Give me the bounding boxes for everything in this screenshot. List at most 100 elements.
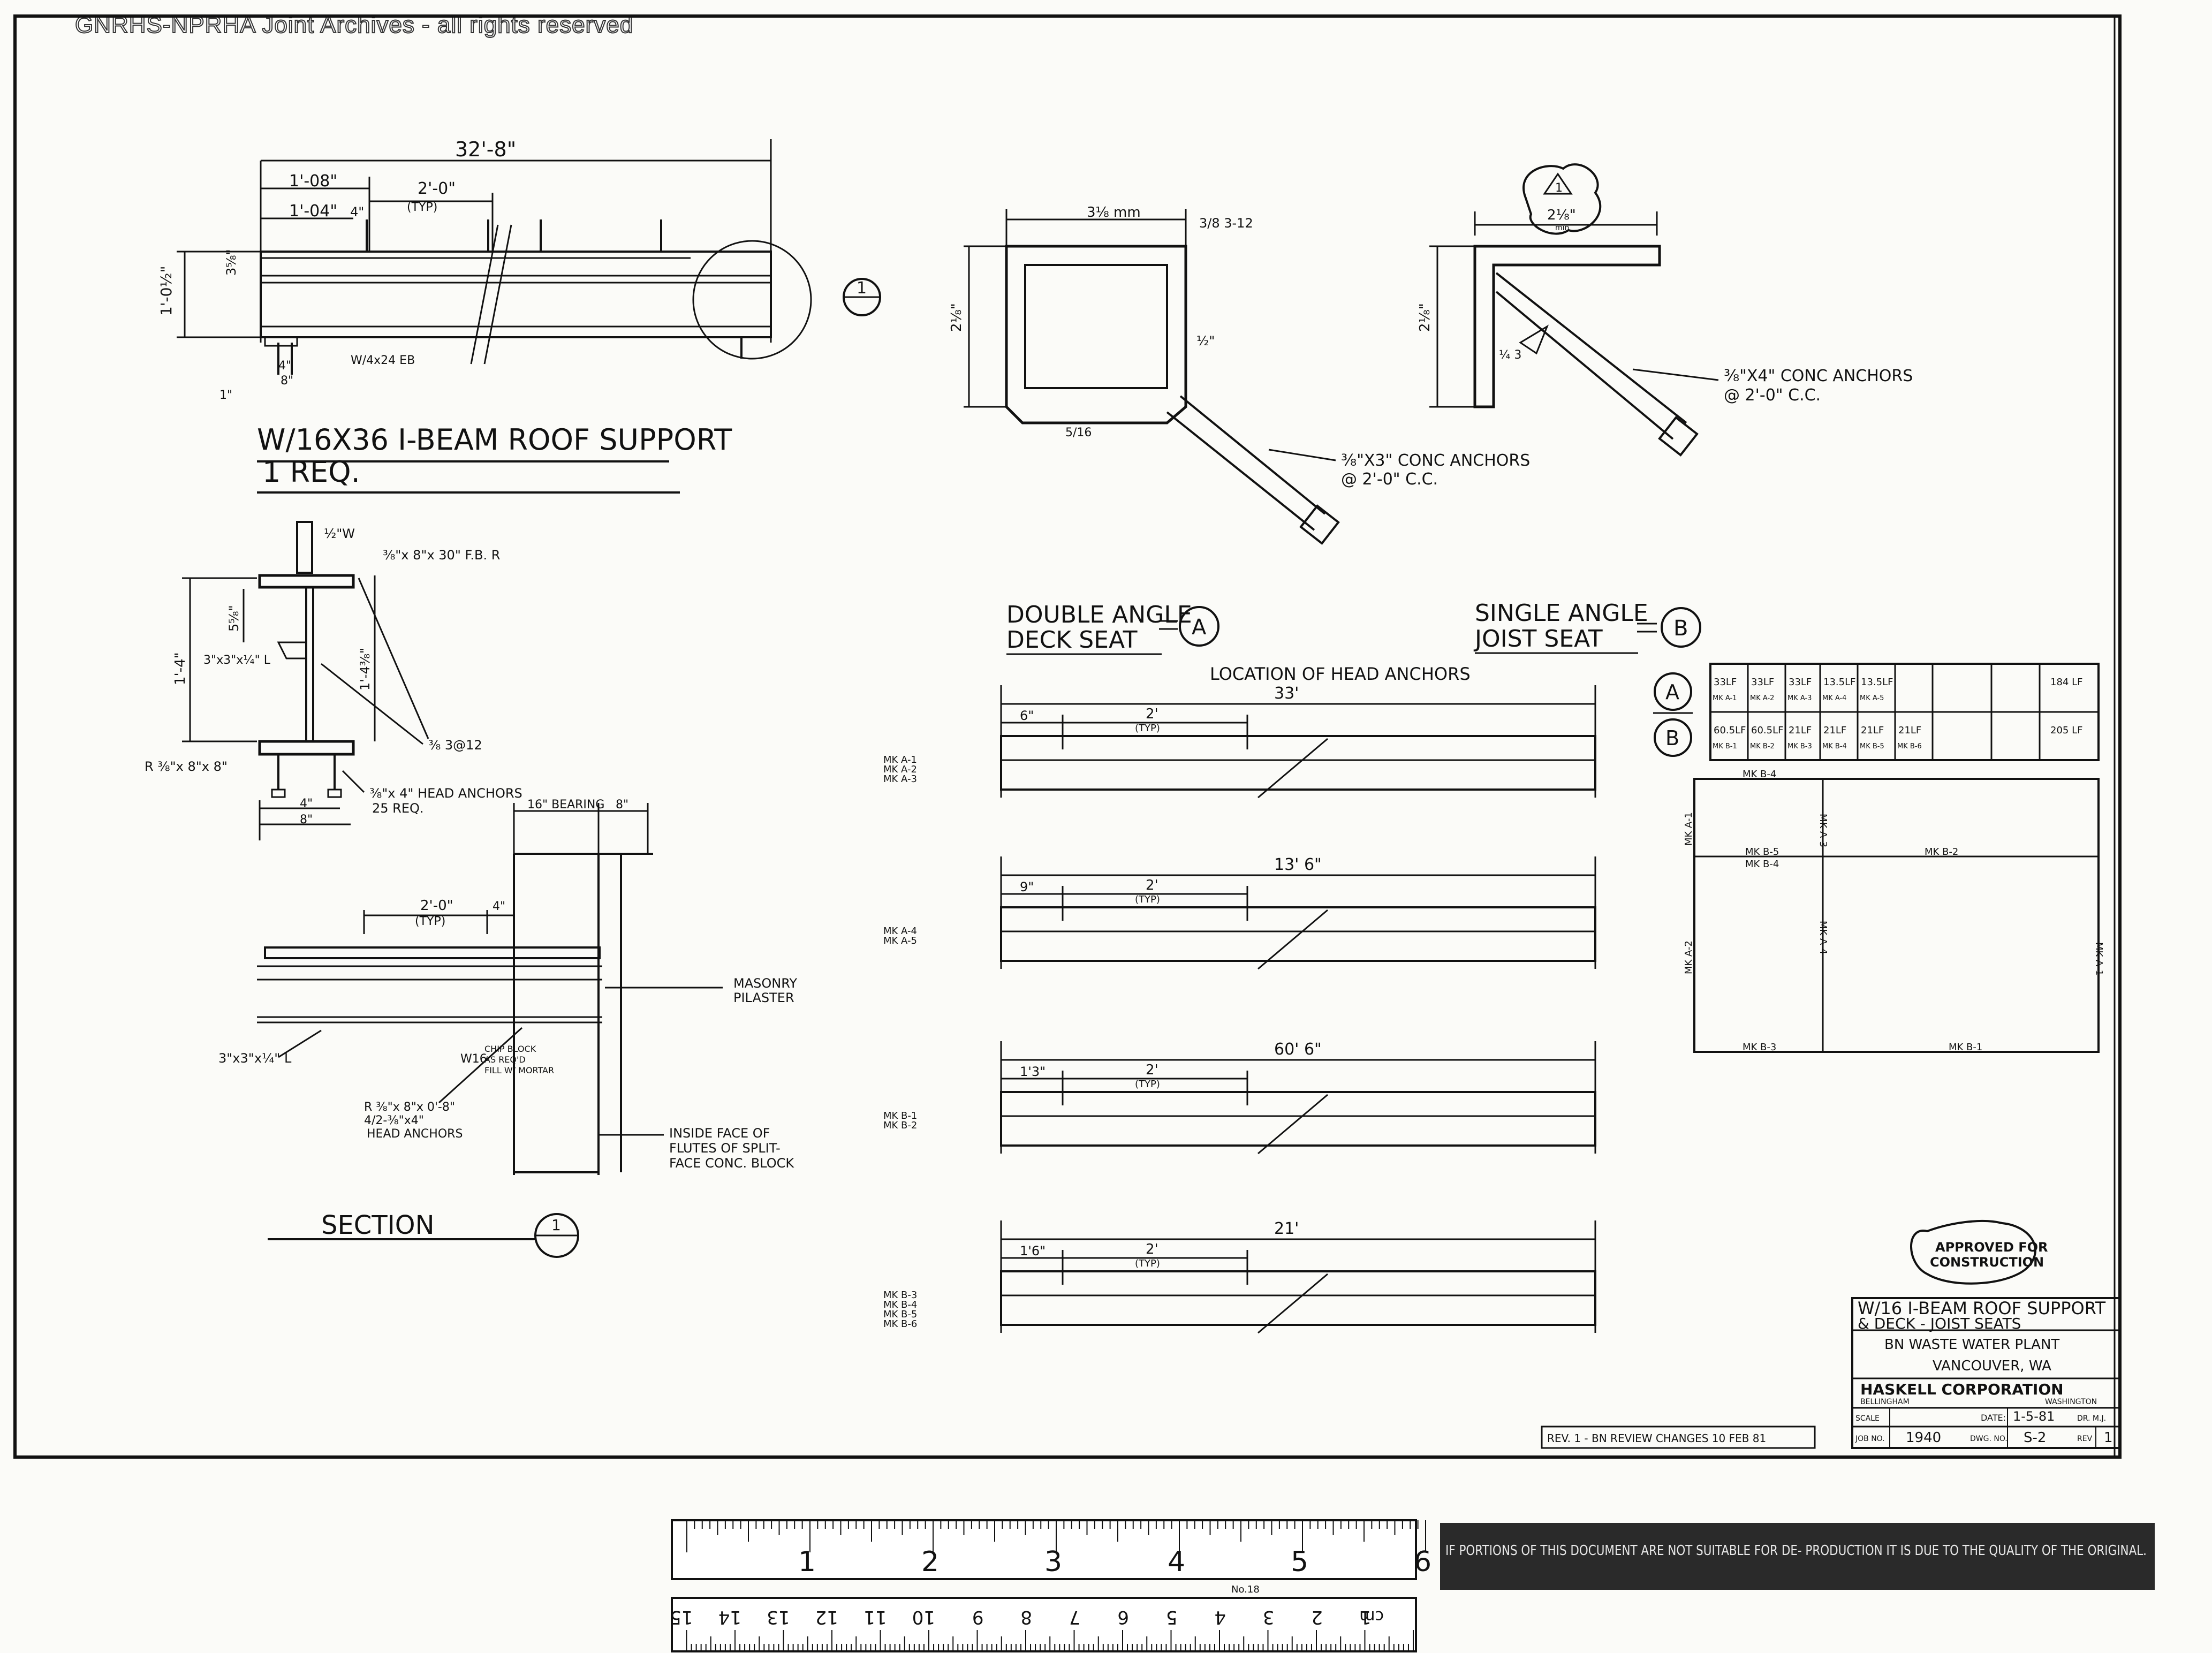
anchor-beam [1000, 1270, 1596, 1326]
section-spacing: 2'-0" [420, 898, 453, 914]
schedule-cell: 60.5LF [1751, 725, 1783, 736]
disclaimer-text: IF PORTIONS OF THIS DOCUMENT ARE NOT SUI… [1445, 1543, 2147, 1559]
schedule-cell: 33LF [1751, 677, 1774, 688]
plan-bottom-l: MK B-3 [1743, 1042, 1776, 1053]
beam-dim-b: 2'-0" [418, 179, 456, 198]
anchor-mark: MK A-4 [883, 926, 917, 937]
section-inside-l1: INSIDE FACE OF [669, 1126, 770, 1141]
beam-foot-a: 4" [278, 359, 291, 373]
ibeam-dim-58: 5⅝" [226, 605, 241, 632]
ruler-inch-number: 6 [1414, 1546, 1431, 1578]
schedule-a: A [1665, 680, 1679, 704]
channel-anchor-note-l1: ⅜"X3" CONC ANCHORS [1341, 451, 1530, 470]
anchor-beam [1000, 735, 1596, 791]
ibeam-cap-note: ½"W [324, 526, 355, 541]
section-title: SECTION [321, 1210, 434, 1240]
angle-anchor-note-l1: ⅜"X4" CONC ANCHORS [1724, 367, 1913, 385]
plan-top-left: MK B-4 [1743, 769, 1776, 780]
section-typ: (TYP) [415, 915, 445, 928]
anchor-mark: MK B-2 [883, 1120, 917, 1131]
ruler-cm-label: cm [1359, 1607, 1384, 1626]
anchor-beam [1000, 906, 1596, 962]
anchor-mark: MK A-1 [883, 754, 917, 765]
angle-detail: 1 2⅛" min 2⅛" ¼ 3 ⅜"X4" CONC ANCHORS @ 2… [1417, 163, 1913, 457]
section-dim-8: 8" [616, 798, 628, 812]
anchor-row: 13' 6"9"2'(TYP)MK A-4MK A-5 [883, 855, 1596, 970]
plan-center-v: MK A-4 [1817, 921, 1829, 954]
beam-elevation: 32'-8" 1'-08" 2'-0" (TYP) 1'-04" 4" 1'-0… [157, 138, 881, 494]
angle-top-sub: min [1555, 224, 1569, 232]
angle-rev-mark: 1 [1555, 181, 1563, 195]
schedule-mark: MK A-3 [1787, 694, 1812, 702]
angle-side-dim: 2⅛" [1417, 303, 1433, 332]
plan-mid-r: MK B-2 [1925, 846, 1958, 858]
ruler-cm-number: 1 [1360, 1606, 1372, 1628]
ibeam-plate-note: ⅜"x 8"x 30" F.B. R [383, 548, 500, 563]
section-chip-l1: CHIP BLOCK [484, 1044, 536, 1054]
titleblock-city: BELLINGHAM [1860, 1398, 1910, 1406]
section-inside-l3: FACE CONC. BLOCK [669, 1156, 794, 1171]
schedule-mark: MK A-1 [1713, 694, 1737, 702]
titleblock-state: WASHINGTON [2045, 1398, 2097, 1406]
titleblock-job-label: JOB NO. [1855, 1435, 1885, 1443]
angle-weld: ¼ 3 [1499, 348, 1521, 362]
anchor-mark: MK B-1 [883, 1110, 917, 1121]
ibeam-anchor-l1: ⅜"x 4" HEAD ANCHORS [369, 786, 522, 801]
ibeam-anchor-l2: 25 REQ. [372, 801, 424, 816]
ruler-cm-number: 14 [718, 1606, 741, 1628]
titleblock-dr-label: DR. M.J. [2077, 1414, 2106, 1423]
legend-double-l2: DECK SEAT [1006, 626, 1138, 654]
section-chip-l3: FILL W/ MORTAR [484, 1065, 554, 1075]
ibeam-section: ½"W ⅜"x 8"x 30" F.B. R 1'-4" 5⅝" 1'-4⅜" … [145, 521, 522, 840]
legend-a: A [1192, 615, 1207, 640]
channel-top-dim: 3⅛ mm [1087, 204, 1141, 221]
ruler-cm-number: 13 [767, 1606, 790, 1628]
schedule-cell: 184 LF [2050, 677, 2082, 688]
titleblock-rev: 1 [2104, 1430, 2113, 1446]
schedule-cell: 60.5LF [1714, 725, 1746, 736]
titleblock-dwg: S-2 [2024, 1430, 2046, 1446]
titleblock-date-label: DATE: [1981, 1413, 2006, 1423]
beam-foot-c: 1" [219, 389, 232, 402]
ruler-inch-number: 5 [1291, 1546, 1308, 1578]
plan-left-mid: MK A-2 [1683, 941, 1694, 974]
section-dim-4: 4" [493, 900, 505, 913]
ibeam-dim-8: 8" [300, 813, 313, 826]
approval-stamp: APPROVED FOR CONSTRUCTION [1910, 1220, 2048, 1285]
schedule-mark: MK B-6 [1897, 742, 1922, 750]
anchor-spacing: 2' [1146, 877, 1158, 893]
ibeam-dim-14: 1'-4" [172, 652, 188, 685]
schedule-mark: MK A-2 [1750, 694, 1774, 702]
channel-weld: 3/8 3-12 [1199, 216, 1253, 231]
anchor-row: 33'6"2'(TYP)MK A-1MK A-2MK A-3 [883, 684, 1596, 799]
schedule-mark: MK B-4 [1822, 742, 1847, 750]
channel-bottom-note: 5/16 [1065, 426, 1092, 439]
ruler-cm-number: 6 [1117, 1606, 1129, 1628]
titleblock-location: VANCOUVER, WA [1933, 1358, 2051, 1374]
ruler-cm-number: 7 [1069, 1606, 1081, 1628]
schedule-mark: MK B-5 [1860, 742, 1884, 750]
ibeam-angle-note: 3"x3"x¼" L [203, 654, 271, 667]
section-bearing: 16" BEARING [527, 798, 604, 812]
anchor-mark: MK A-5 [883, 935, 917, 946]
beam-dim-a: 1'-08" [289, 172, 337, 191]
beam-overall-dim: 32'-8" [455, 138, 516, 161]
legend-single-l2: JOIST SEAT [1473, 625, 1603, 653]
schedule-cell: 21LF [1789, 725, 1812, 736]
plan-view: MK B-4 MK A-3 MK A-1 MK B-5 MK B-4 MK B-… [1683, 769, 2104, 1053]
ruler-inch-number: 4 [1168, 1546, 1185, 1578]
schedule-cell: 33LF [1714, 677, 1737, 688]
anchor-row: 21'1'6"2'(TYP)MK B-3MK B-4MK B-5MK B-6 [883, 1219, 1596, 1334]
channel-anchor-note-l2: @ 2'-0" C.C. [1341, 470, 1438, 489]
anchor-row: 60' 6"1'3"2'(TYP)MK B-1MK B-2 [883, 1040, 1596, 1155]
anchor-overall: 13' 6" [1274, 855, 1322, 874]
ibeam-base-plate: R ⅜"x 8"x 8" [145, 759, 228, 774]
ruler-tiny-label: No.18 [1231, 1584, 1260, 1595]
titleblock-company: HASKELL CORPORATION [1860, 1381, 2064, 1398]
titleblock-title-l2: & DECK - JOIST SEATS [1858, 1315, 2021, 1332]
anchor-mark: MK B-5 [883, 1309, 917, 1320]
schedule-cell: 21LF [1898, 725, 1921, 736]
section-masonry-l2: PILASTER [733, 990, 794, 1005]
